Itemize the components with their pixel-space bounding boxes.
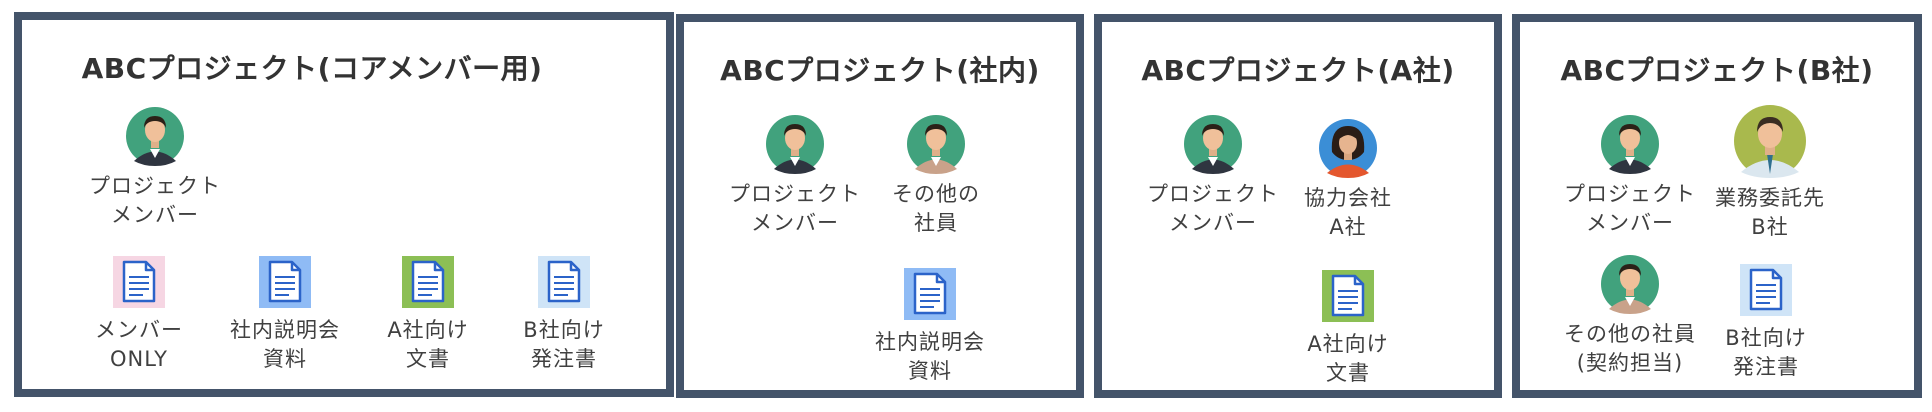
- person-icon: [766, 115, 824, 174]
- document-pink-icon: [113, 256, 165, 308]
- item-label: 社内説明会 資料: [230, 318, 340, 371]
- document-lightblue-icon: [1740, 264, 1792, 316]
- item-label: プロジェクト メンバー: [1564, 182, 1696, 235]
- person-icon: [1601, 115, 1659, 174]
- item-label: 協力会社 A社: [1304, 186, 1392, 239]
- woman-icon: [1319, 119, 1377, 178]
- document-blue-icon: [259, 256, 311, 308]
- b-company-order-document: B社向け 発注書: [1666, 262, 1866, 382]
- document-lightblue-icon: [538, 256, 590, 308]
- panel-title: ABCプロジェクト(B社): [1560, 54, 1874, 87]
- panel-internal: ABCプロジェクト(社内) プロジェクト メンバー その他の 社員: [676, 14, 1084, 398]
- item-label: A社向け 文書: [387, 318, 469, 371]
- employee-icon: [907, 115, 965, 174]
- b-company-order-document: B社向け 発注書: [464, 254, 664, 374]
- item-label: その他の社員 (契約担当): [1564, 322, 1696, 375]
- internal-briefing-document: 社内説明会 資料: [830, 266, 1030, 386]
- person-icon: [126, 107, 184, 166]
- item-label: A社向け 文書: [1307, 332, 1389, 385]
- internal-briefing-document: 社内説明会 資料: [185, 254, 385, 374]
- item-label: 社内説明会 資料: [875, 330, 985, 383]
- members-only-document: メンバー ONLY: [39, 254, 239, 374]
- panel-title: ABCプロジェクト(コアメンバー用): [81, 52, 543, 85]
- contractor-icon: [1734, 105, 1806, 178]
- panel-title: ABCプロジェクト(社内): [720, 54, 1040, 87]
- item-label: その他の 社員: [892, 182, 980, 235]
- project-member: プロジェクト メンバー: [1530, 114, 1730, 238]
- item-label: プロジェクト メンバー: [89, 174, 221, 227]
- a-company-document: A社向け 文書: [328, 254, 528, 374]
- document-green-icon: [402, 256, 454, 308]
- panel-core-members: ABCプロジェクト(コアメンバー用) プロジェクト メンバー: [14, 12, 674, 397]
- item-label: メンバー ONLY: [95, 318, 183, 371]
- other-employees-contracts: その他の社員 (契約担当): [1530, 254, 1730, 378]
- person-icon: [1184, 115, 1242, 174]
- panel-company-b: ABCプロジェクト(B社) プロジェクト メンバー 業務委託先 B社: [1512, 14, 1922, 398]
- project-member: プロジェクト メンバー: [1113, 114, 1313, 238]
- item-label: プロジェクト メンバー: [1147, 182, 1279, 235]
- document-blue-icon: [904, 268, 956, 320]
- a-company-document: A社向け 文書: [1248, 268, 1448, 388]
- item-label: 業務委託先 B社: [1715, 186, 1825, 239]
- partner-company-a: 協力会社 A社: [1248, 118, 1448, 242]
- other-employees: その他の 社員: [836, 114, 1036, 238]
- contractor-company-b: 業務委託先 B社: [1670, 104, 1870, 242]
- item-label: B社向け 発注書: [1725, 326, 1807, 379]
- project-member: プロジェクト メンバー: [55, 106, 255, 230]
- item-label: プロジェクト メンバー: [729, 182, 861, 235]
- document-green-icon: [1322, 270, 1374, 322]
- panel-company-a: ABCプロジェクト(A社) プロジェクト メンバー 協力会社 A社: [1094, 14, 1502, 398]
- project-member: プロジェクト メンバー: [695, 114, 895, 238]
- employee-icon: [1601, 255, 1659, 314]
- item-label: B社向け 発注書: [523, 318, 605, 371]
- panel-title: ABCプロジェクト(A社): [1141, 54, 1455, 87]
